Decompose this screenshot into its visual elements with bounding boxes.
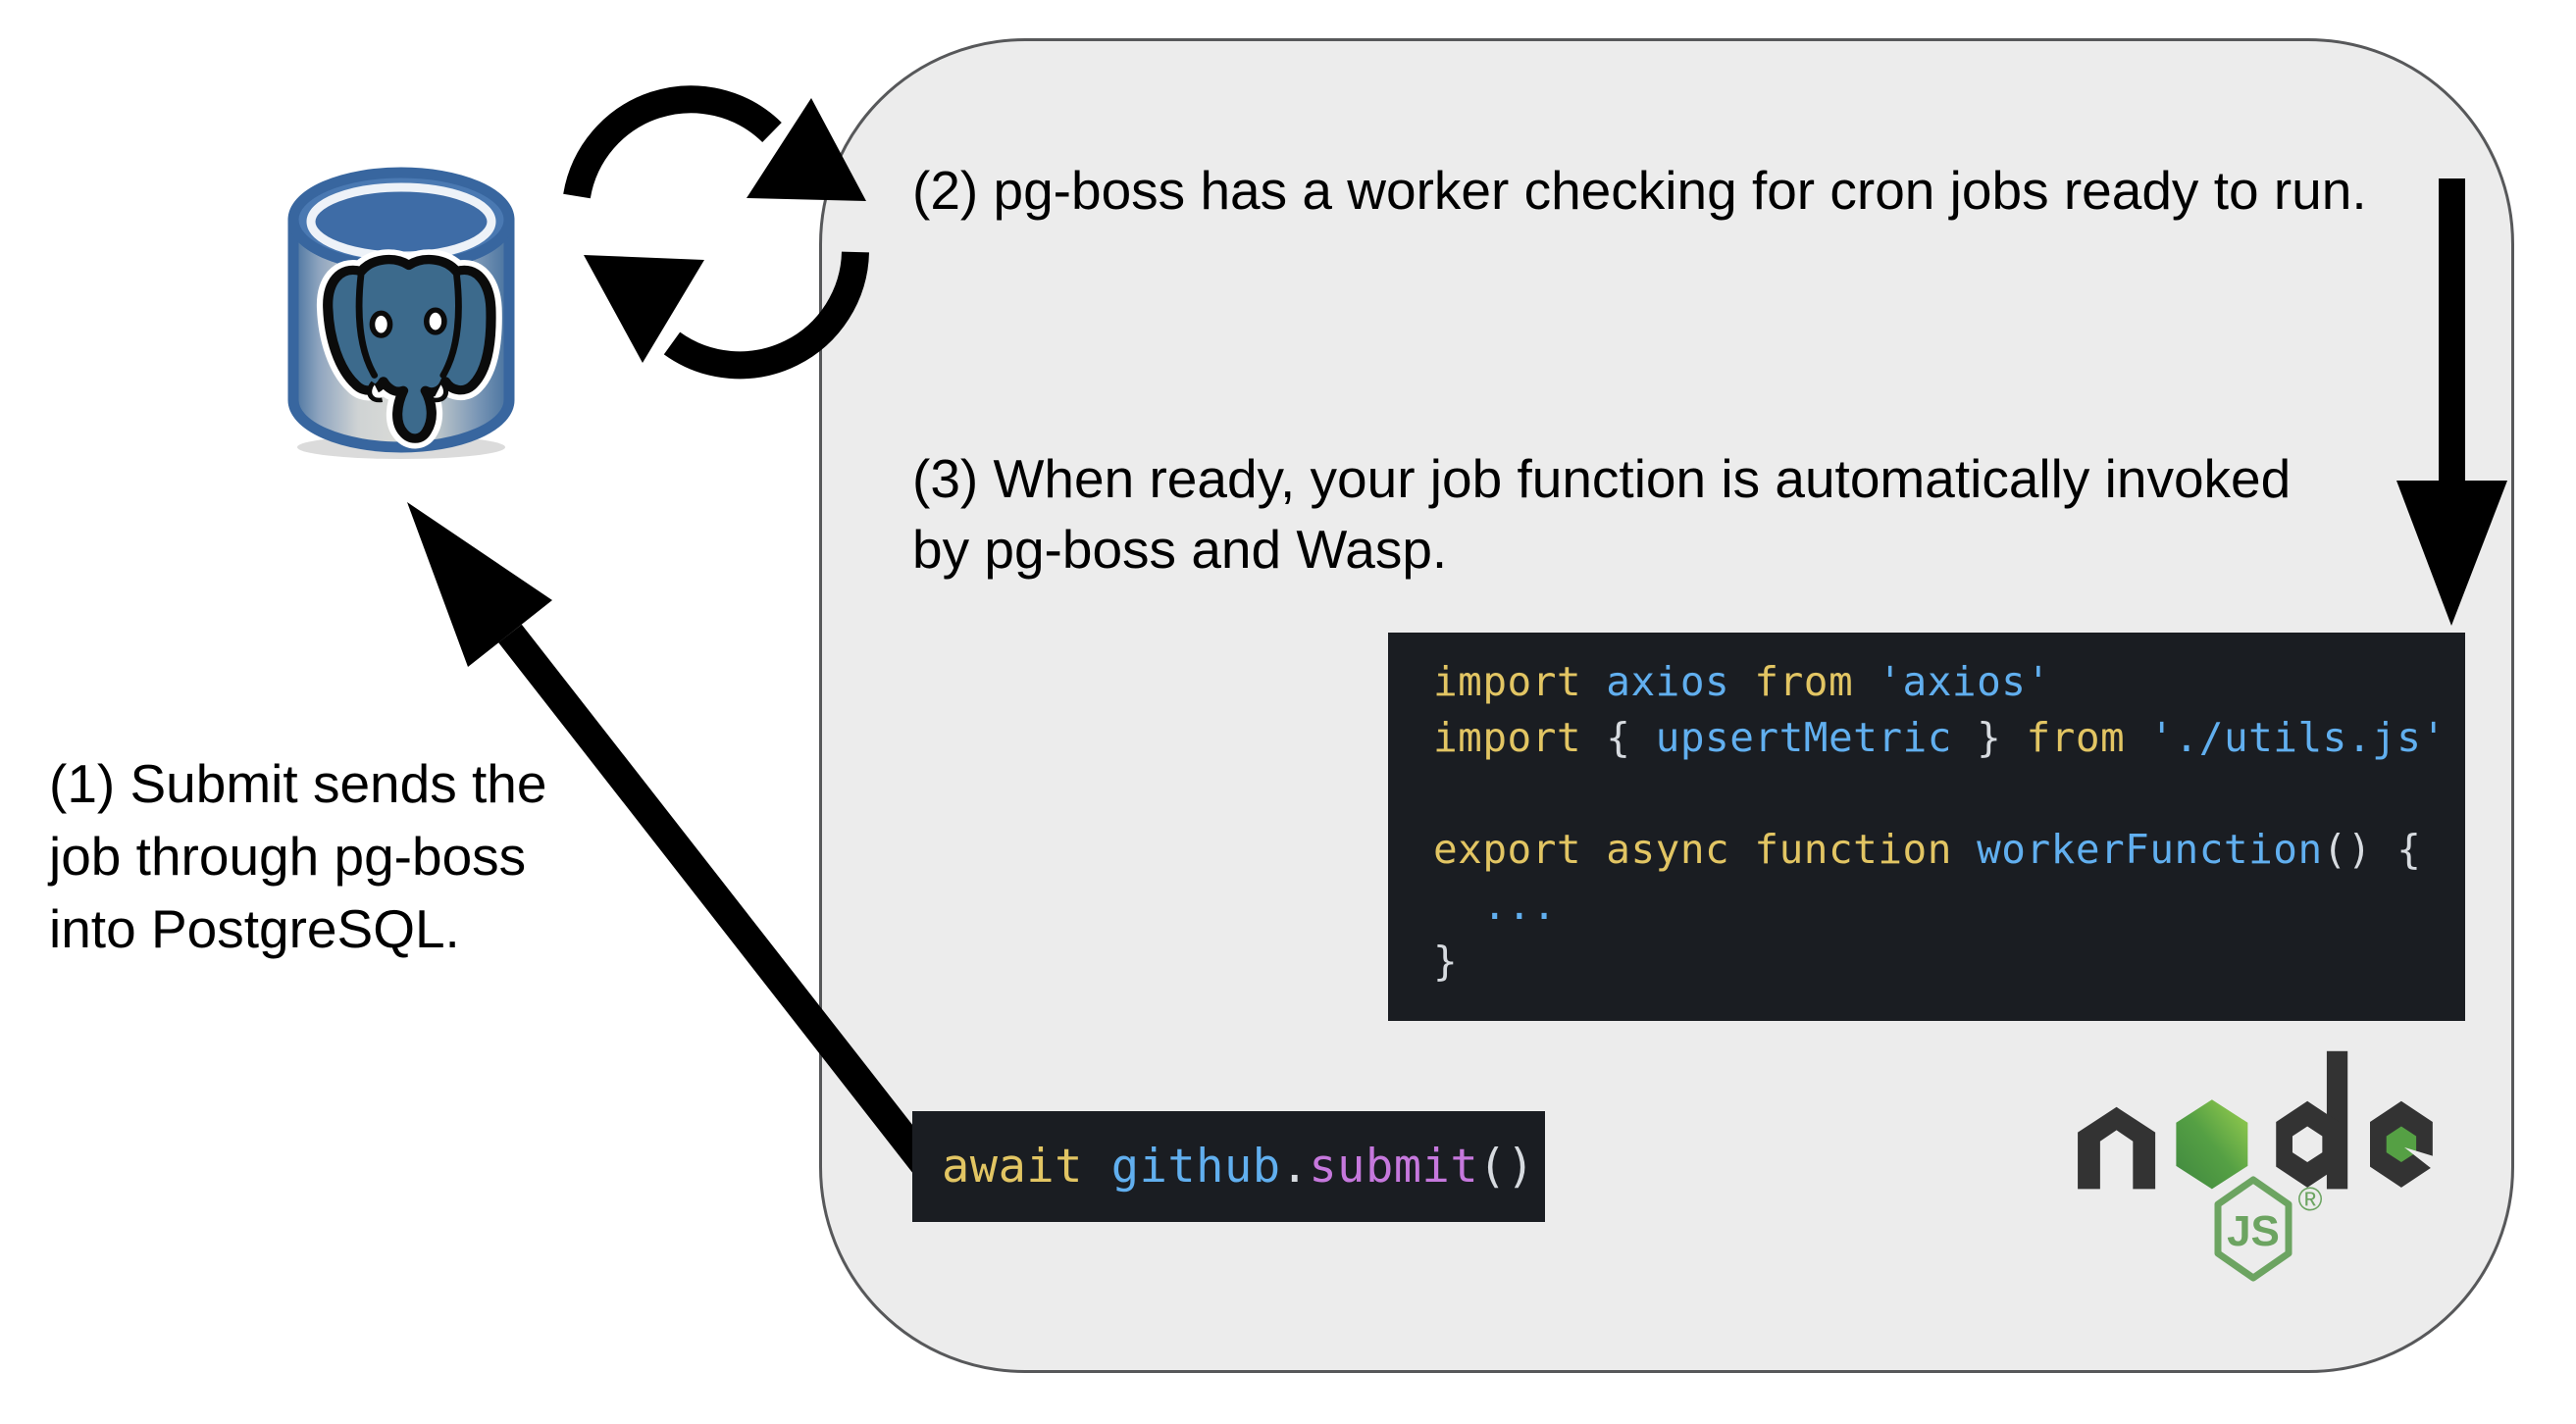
step1-label: (1) Submit sends the job through pg-boss… — [49, 747, 546, 965]
nodejs-logo: JS ® — [2072, 1047, 2484, 1293]
letter-n — [2078, 1106, 2156, 1190]
code-line: ... — [1482, 882, 1557, 929]
postgres-elephant — [316, 249, 502, 449]
code-line: await github.submit() — [942, 1140, 1535, 1194]
down-arrow-icon — [2396, 178, 2507, 626]
code-line: export async function workerFunction() { — [1433, 826, 2422, 873]
registered-trademark: ® — [2297, 1181, 2322, 1218]
code-line — [1433, 766, 2465, 822]
step2-label: (2) pg-boss has a worker checking for cr… — [912, 160, 2367, 221]
step3-label: (3) When ready, your job function is aut… — [912, 443, 2291, 585]
step1-line1: (1) Submit sends the — [49, 753, 547, 814]
step1-line2: job through pg-boss — [49, 826, 527, 887]
letter-e-notch — [2403, 1146, 2439, 1175]
code-line: import axios from 'axios' — [1433, 658, 2051, 705]
postgresql-database-icon — [287, 167, 515, 459]
letter-d-counter — [2292, 1126, 2323, 1163]
code-line: import { upsertMetric } from './utils.js… — [1433, 714, 2447, 761]
submit-call-code-block: await github.submit() — [912, 1111, 1545, 1222]
letter-o-hexagon — [2176, 1099, 2248, 1190]
sync-arrows-icon — [563, 85, 869, 380]
js-badge-text: JS — [2227, 1207, 2280, 1255]
step3-line1: (3) When ready, your job function is aut… — [912, 448, 2292, 509]
letter-e-counter-hexagon — [2386, 1126, 2417, 1163]
diagonal-submit-arrow-icon — [407, 502, 958, 1202]
worker-function-code-block: import axios from 'axios' import { upsert… — [1388, 633, 2465, 1021]
step1-line3: into PostgreSQL. — [49, 898, 460, 959]
nodejs-js-badge: JS ® — [2214, 1176, 2323, 1282]
nodejs-wordmark — [2078, 1050, 2439, 1190]
step3-line2: by pg-boss and Wasp. — [912, 519, 1448, 580]
code-line: } — [1433, 938, 1459, 985]
